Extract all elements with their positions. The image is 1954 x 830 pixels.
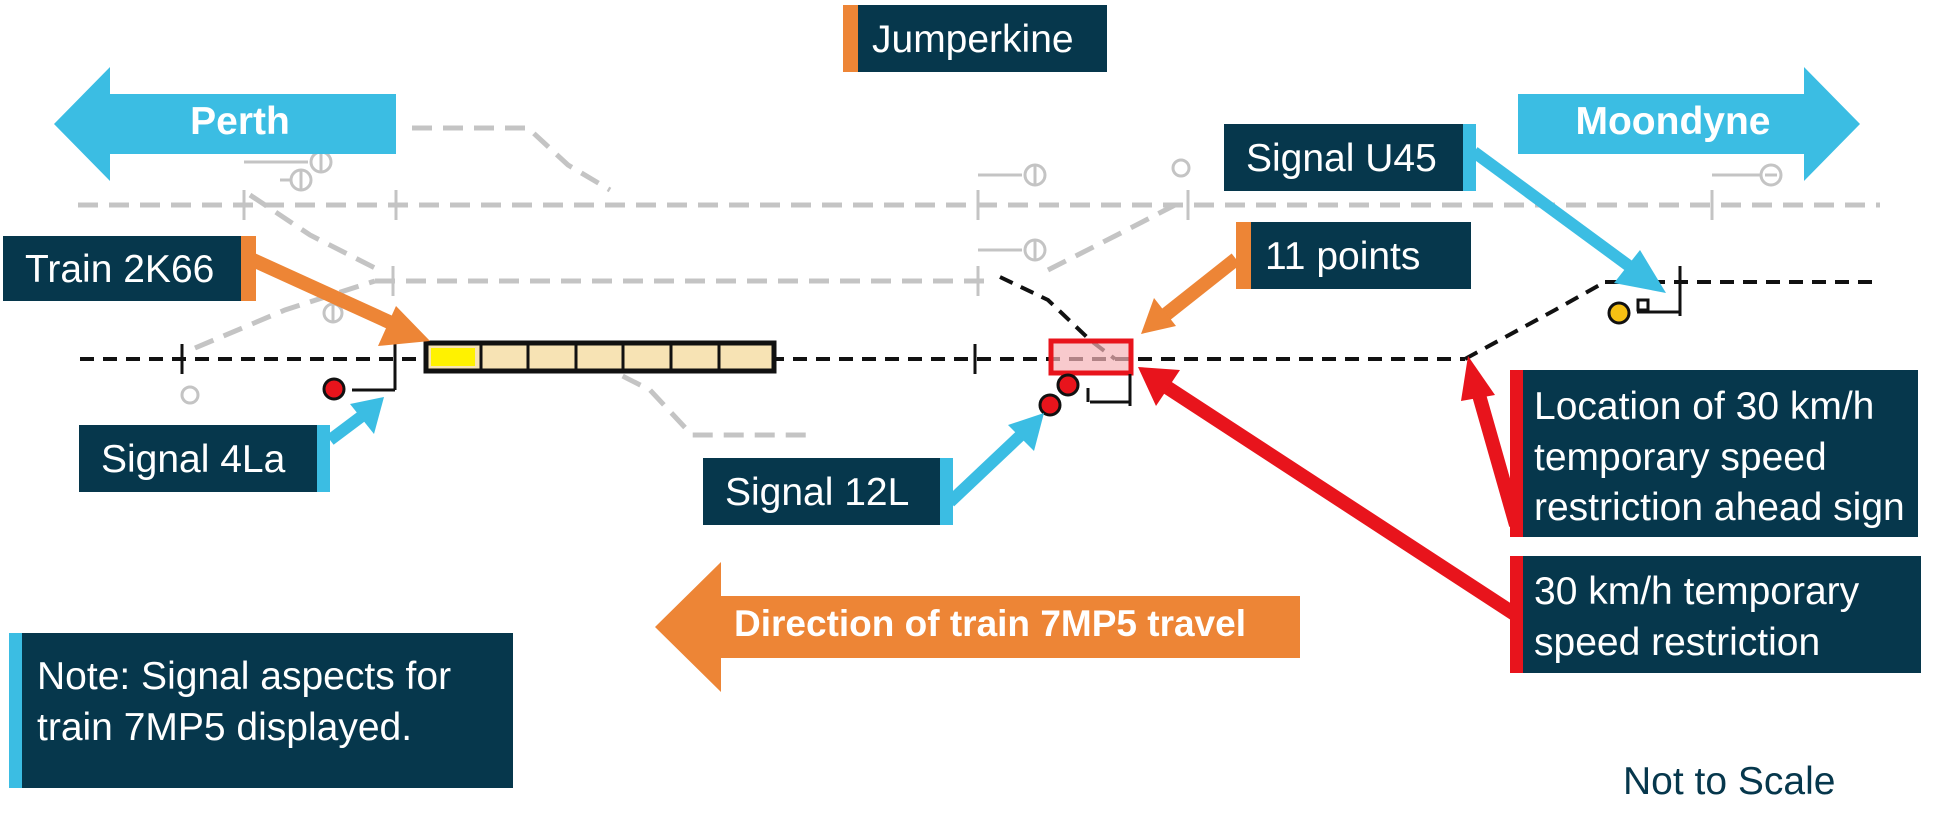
- tsr-sign-line-2: temporary speed: [1534, 435, 1827, 479]
- signal-4la-label: Signal 4La: [79, 425, 330, 492]
- signal-12l-label: Signal 12L: [703, 458, 953, 525]
- arrow-signal-4la: [326, 397, 384, 445]
- note-line-1: Note: Signal aspects for: [37, 655, 452, 698]
- crossover-left-upper: [248, 192, 377, 271]
- moondyne-direction-arrow: [1518, 67, 1860, 181]
- signal-icon: [280, 168, 313, 192]
- train-2k66-label: Train 2K66: [3, 236, 256, 301]
- tsr-sign-line-3: restriction ahead sign: [1534, 486, 1905, 530]
- tsr-sign-label: Location of 30 km/h temporary speed rest…: [1510, 370, 1918, 537]
- points-11-label: 11 points: [1236, 222, 1471, 289]
- train-2k66: [423, 340, 777, 374]
- perth-label: Perth: [190, 100, 290, 143]
- signal-icon: [978, 163, 1047, 187]
- crossover-left-lower: [194, 278, 376, 351]
- tsr-label: 30 km/h temporary speed restriction: [1510, 556, 1921, 673]
- grey-signals: [180, 150, 1783, 405]
- grey-track-markers: [242, 190, 1714, 296]
- arrow-train-2k66: [250, 253, 430, 346]
- signal-icon: [978, 238, 1047, 262]
- arrow-tsr: [1138, 367, 1520, 621]
- signal-12l: [1038, 373, 1132, 417]
- tsr-line-1: 30 km/h temporary: [1534, 570, 1860, 613]
- arrow-signal-12l: [945, 413, 1044, 507]
- active-track-markers: [180, 266, 1682, 374]
- arrow-tsr-sign: [1461, 356, 1523, 527]
- turnout-to-upper: [1464, 280, 1606, 361]
- arrow-signal-u45: [1470, 147, 1666, 293]
- travel-direction-label: Direction of train 7MP5 travel: [734, 603, 1246, 644]
- arrow-11-points: [1141, 253, 1241, 334]
- signal-icon: [1171, 158, 1191, 178]
- signal-icon: [180, 385, 200, 405]
- moondyne-label: Moondyne: [1575, 100, 1771, 143]
- note-box: Note: Signal aspects for train 7MP5 disp…: [9, 633, 513, 788]
- tsr-sign-line-1: Location of 30 km/h: [1534, 385, 1875, 428]
- points-11-highlight: [1048, 338, 1134, 376]
- signal-u45: [1607, 298, 1682, 325]
- signal-4la: [322, 374, 397, 401]
- signal-icon: [244, 150, 333, 174]
- jumperkine-label: Jumperkine: [843, 5, 1107, 72]
- not-to-scale-label: Not to Scale: [1623, 760, 1836, 803]
- travel-direction-arrow: [655, 562, 1300, 692]
- signal-icon: [1712, 163, 1783, 187]
- callout-arrows: [250, 147, 1666, 621]
- signal-u45-label: Signal U45: [1224, 124, 1476, 191]
- note-line-2: train 7MP5 displayed.: [37, 705, 413, 749]
- siding-track: [412, 125, 612, 193]
- tsr-line-2: speed restriction: [1534, 620, 1821, 664]
- perth-direction-arrow: [54, 67, 396, 181]
- crossover-middle: [1046, 202, 1177, 273]
